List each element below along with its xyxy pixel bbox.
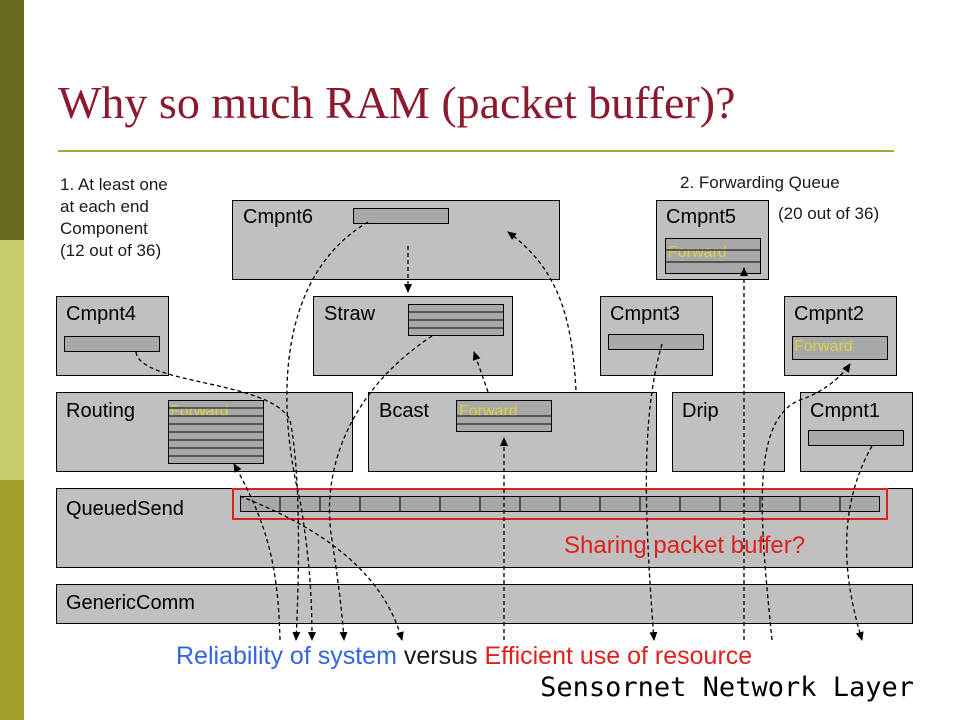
cmpnt5-forward-label: Forward: [668, 244, 727, 261]
efficient-text: Efficient use of resource: [484, 642, 753, 670]
shared-buffer-highlight: [232, 488, 888, 520]
reliability-text: Reliability of system: [176, 642, 397, 670]
cmpnt2-label: Cmpnt2: [794, 303, 865, 325]
note-right-line-1: 2. Forwarding Queue: [680, 173, 840, 192]
routing-label: Routing: [66, 400, 135, 422]
versus-text: versus: [403, 642, 478, 670]
note-left-line-2: at each end: [60, 197, 149, 216]
drip-box: [672, 392, 785, 472]
note-left-line-3: Component: [60, 219, 148, 238]
drip-label: Drip: [682, 400, 719, 422]
straw-label: Straw: [324, 303, 376, 325]
cmpnt5-label: Cmpnt5: [666, 206, 737, 228]
genericcomm-label: GenericComm: [66, 592, 195, 614]
cmpnt4-buffer: [64, 336, 160, 352]
cmpnt1-label: Cmpnt1: [810, 400, 881, 422]
bcast-label: Bcast: [379, 400, 430, 422]
slide-title: Why so much RAM (packet buffer)?: [58, 77, 736, 128]
sidebar-decoration: [0, 0, 24, 720]
sidebar-segment-dark: [0, 0, 24, 240]
cmpnt1-buffer: [808, 430, 904, 446]
cmpnt4-label: Cmpnt4: [66, 303, 137, 325]
sidebar-segment-mid: [0, 480, 24, 720]
cmpnt6-label: Cmpnt6: [243, 206, 314, 228]
queuedsend-label: QueuedSend: [66, 498, 184, 520]
sidebar-segment-light: [0, 240, 24, 480]
note-right-line-2: (20 out of 36): [778, 204, 880, 223]
note-left-line-1: 1. At least one: [60, 175, 168, 194]
cmpnt2-forward-queue: [792, 336, 888, 360]
cmpnt3-label: Cmpnt3: [610, 303, 681, 325]
cmpnt2-forward-label: Forward: [794, 338, 853, 355]
title-underline: [58, 150, 894, 152]
cmpnt3-buffer: [608, 334, 704, 350]
cmpnt6-buffer: [353, 208, 449, 224]
note-left-line-4: (12 out of 36): [60, 241, 162, 260]
reliability-vs-efficiency: Reliability of system versus Efficient u…: [176, 642, 752, 671]
footer-caption: Sensornet Network Layer: [540, 672, 914, 703]
